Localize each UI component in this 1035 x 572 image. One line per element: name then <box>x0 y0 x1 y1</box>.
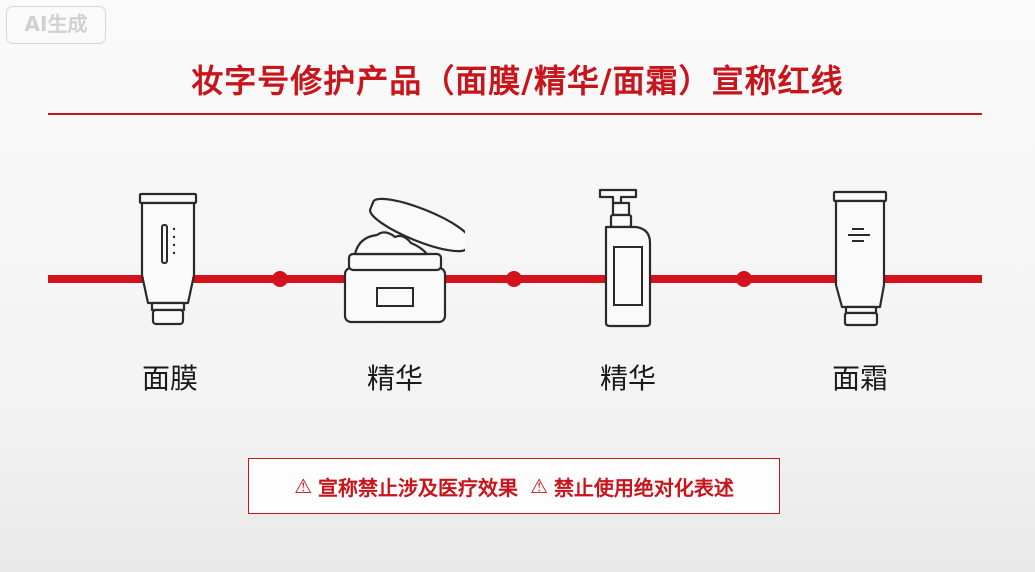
ai-generated-watermark: AI生成 <box>6 6 106 44</box>
page-title: 妆字号修护产品（面膜/精华/面霜）宣称红线 <box>191 62 844 100</box>
title-divider <box>48 113 982 115</box>
tube-icon <box>138 192 198 326</box>
warning-icon: ⚠ <box>294 474 312 498</box>
pump-bottle-icon <box>598 188 652 328</box>
product-face-cream <box>790 185 930 335</box>
product-label: 面膜 <box>141 362 198 395</box>
product-essence-jar <box>325 185 465 335</box>
product-label: 面霜 <box>831 362 888 395</box>
product-essence-bottle <box>558 185 698 335</box>
warning-icon: ⚠ <box>530 474 548 498</box>
product-face-mask <box>100 185 240 335</box>
product-label: 精华 <box>599 362 656 395</box>
warning-text: 禁止使用绝对化表述 <box>553 475 734 500</box>
jar-icon <box>343 197 465 324</box>
warning-box: ⚠ 宣称禁止涉及医疗效果 ⚠ 禁止使用绝对化表述 <box>248 458 780 514</box>
warning-text: 宣称禁止涉及医疗效果 <box>318 475 518 500</box>
product-label: 精华 <box>366 362 423 395</box>
red-line-dot <box>272 271 288 287</box>
cream-tube-icon <box>832 190 888 327</box>
red-line-dot <box>506 271 522 287</box>
red-line-dot <box>736 271 752 287</box>
